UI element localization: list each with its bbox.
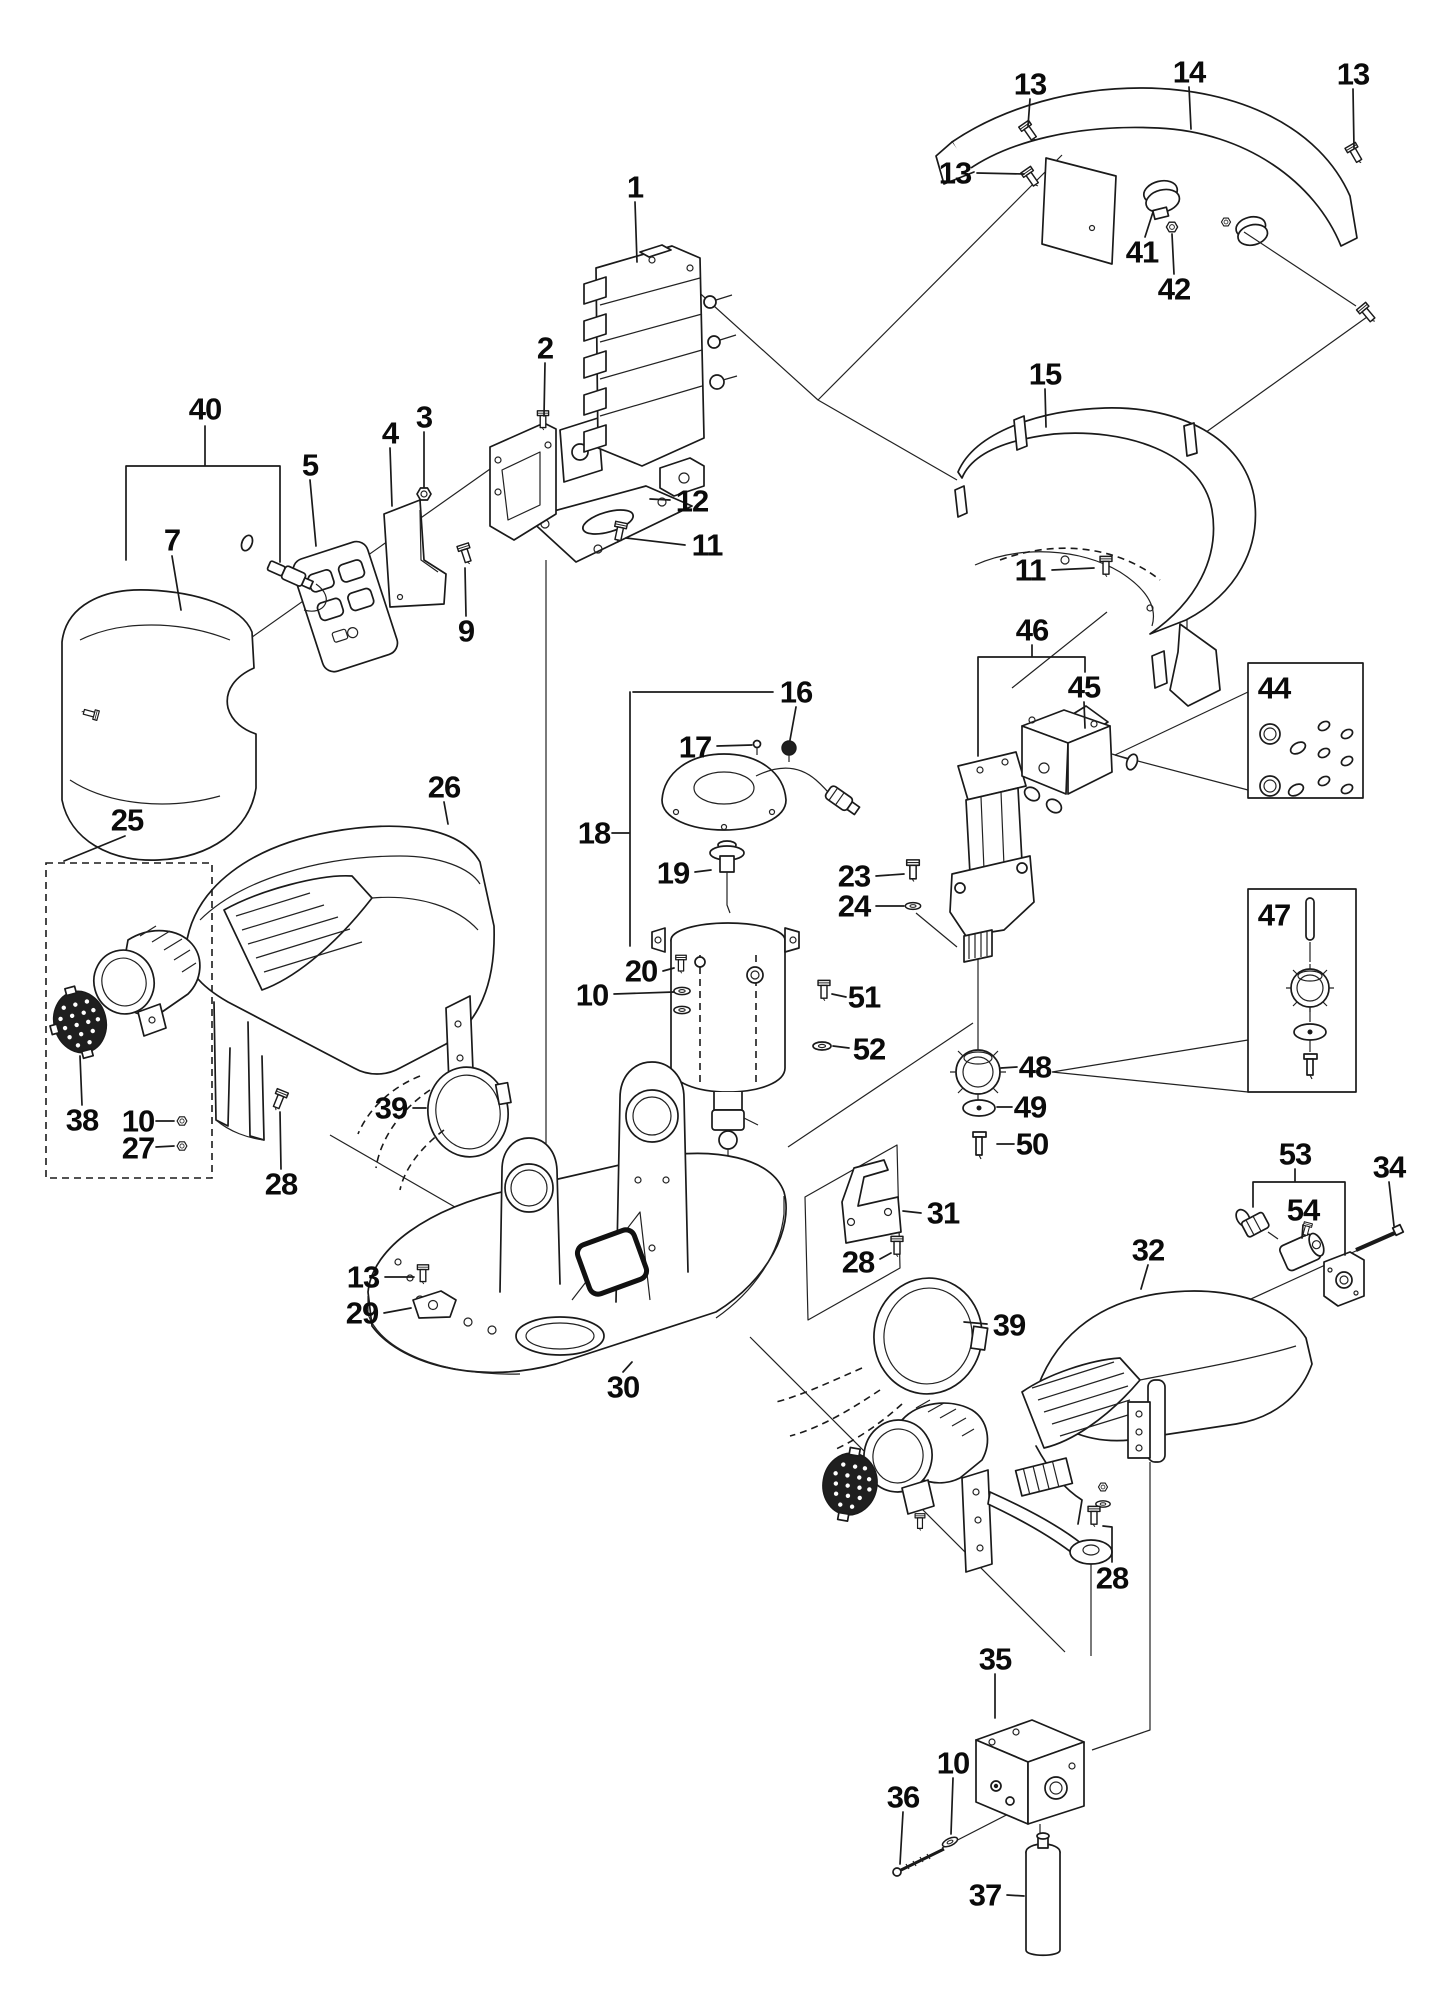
callout-18-20: 18 (578, 816, 611, 851)
gear-48-group (950, 1044, 1006, 1160)
leader-lines (63, 86, 1395, 1897)
callout-51-24: 51 (848, 980, 881, 1015)
callout-10-23: 10 (576, 978, 608, 1013)
callout-52-25: 52 (853, 1032, 885, 1067)
grille-38 (49, 985, 108, 1060)
callout-20-22: 20 (625, 954, 657, 989)
callout-25-35: 25 (111, 803, 144, 838)
breather-16 (781, 740, 797, 756)
callout-26-36: 26 (428, 770, 461, 805)
callout-41-14: 41 (1126, 235, 1159, 270)
clamp-42-second (1235, 215, 1269, 247)
work-light-kit-25 (45, 862, 213, 1179)
callout-19-21: 19 (657, 856, 690, 891)
callout-13-42: 13 (347, 1260, 380, 1295)
callout-23-26: 23 (838, 859, 871, 894)
pump-group (904, 709, 1139, 963)
valve-block-assembly (559, 244, 738, 497)
plate-29 (412, 1290, 457, 1319)
callout-42-15: 42 (1158, 272, 1190, 307)
callout-34-51: 34 (1373, 1150, 1407, 1185)
callout-9-6: 9 (458, 614, 475, 649)
callout-54-50: 54 (1287, 1193, 1321, 1228)
callout-36-55: 36 (887, 1780, 920, 1815)
callout-37-56: 37 (969, 1878, 1001, 1913)
callout-28-52: 28 (1096, 1561, 1129, 1596)
valve-block-35-group (892, 1719, 1085, 1957)
callout-48-32: 48 (1019, 1050, 1052, 1085)
callout-35-53: 35 (979, 1642, 1012, 1677)
callout-24-27: 24 (838, 889, 872, 924)
cable-connector (824, 785, 861, 816)
oring-kit-box-44 (1247, 662, 1364, 799)
callout-49-33: 49 (1014, 1090, 1047, 1125)
base-plate-30 (367, 1061, 787, 1375)
bracket-31 (841, 1159, 904, 1258)
callout-16-18: 16 (780, 675, 813, 710)
callout-40-7: 40 (189, 392, 221, 427)
callout-27-39: 27 (122, 1131, 154, 1166)
cover-14-group (935, 87, 1380, 327)
callout-1-0: 1 (627, 170, 644, 205)
callout-5-4: 5 (302, 448, 319, 483)
tank-group (651, 739, 861, 1160)
callout-10-38: 10 (122, 1104, 154, 1139)
callout-29-43: 29 (346, 1296, 379, 1331)
gear-kit-box-47 (1247, 888, 1357, 1093)
clamp-41 (1142, 179, 1181, 221)
callout-38-37: 38 (66, 1103, 99, 1138)
callout-39-47: 39 (993, 1308, 1026, 1343)
callout-50-34: 50 (1016, 1127, 1048, 1162)
callout-7-5: 7 (164, 523, 180, 558)
work-light-right (822, 1399, 989, 1532)
solenoid-valve-53 (1235, 1208, 1405, 1307)
callout-28-41: 28 (265, 1167, 298, 1202)
callout-14-12: 14 (1173, 55, 1207, 90)
cover-15-group (954, 407, 1257, 759)
callout-28-46: 28 (842, 1245, 875, 1280)
ring-39-right (775, 1277, 989, 1451)
callout-2-1: 2 (537, 331, 553, 366)
callout-39-40: 39 (375, 1091, 408, 1126)
callout-13-13: 13 (1337, 57, 1370, 92)
callout-46-28: 46 (1016, 613, 1049, 648)
callout-11-17: 11 (1015, 553, 1047, 588)
callout-13-11: 13 (939, 156, 972, 191)
control-panel-group (61, 487, 629, 861)
hood-32 (961, 1290, 1313, 1573)
screw-17 (752, 739, 762, 749)
callout-30-44: 30 (607, 1370, 639, 1405)
callout-45-29: 45 (1068, 670, 1101, 705)
coil-54 (1279, 1232, 1325, 1272)
callout-32-48: 32 (1132, 1233, 1164, 1268)
callout-4-3: 4 (382, 416, 400, 451)
callout-3-2: 3 (416, 400, 433, 435)
callout-53-49: 53 (1279, 1137, 1312, 1172)
callout-31-45: 31 (927, 1196, 960, 1231)
callout-13-10: 13 (1014, 67, 1047, 102)
callout-10-54: 10 (937, 1746, 969, 1781)
ring-39-left (357, 1066, 512, 1191)
callout-44-30: 44 (1258, 671, 1292, 706)
callout-15-16: 15 (1029, 357, 1062, 392)
callout-47-31: 47 (1258, 898, 1290, 933)
callout-12-8: 12 (676, 484, 708, 519)
callout-11-9: 11 (692, 528, 724, 563)
callout-17-19: 17 (679, 730, 711, 765)
mounting-bracket-and-plate (489, 410, 693, 563)
keypad-5 (292, 540, 399, 673)
